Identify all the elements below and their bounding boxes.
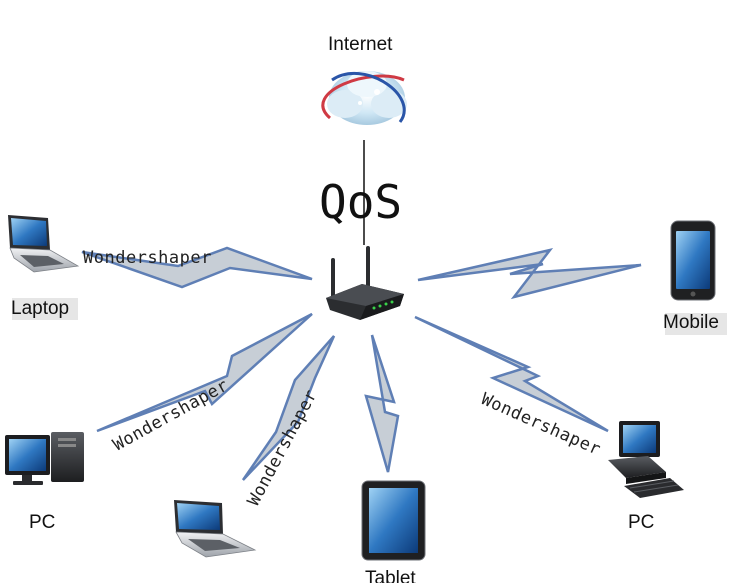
pc-left-label: PC xyxy=(29,512,55,533)
internet-label: Internet xyxy=(328,34,393,55)
link-bolt-laptop-bottom xyxy=(241,335,336,481)
mobile-label: Mobile xyxy=(663,312,719,333)
link-bolt-laptop-top xyxy=(81,246,313,289)
laptop-top-label: Laptop xyxy=(11,298,69,319)
qos-label: QoS xyxy=(319,175,402,229)
smartphone-icon xyxy=(670,220,716,301)
link-bolt-tablet xyxy=(364,334,400,473)
cloud-globe-icon xyxy=(321,71,407,125)
wireless-router-icon xyxy=(326,246,404,320)
wondershaper-label-laptop-top: Wondershaper xyxy=(83,248,212,268)
laptop-icon xyxy=(8,215,80,273)
pc-right-node: PC xyxy=(608,421,684,533)
desktop-pc-icon xyxy=(5,432,84,485)
link-bolt-mobile xyxy=(417,248,642,300)
wondershaper-label-laptop-bottom: Wondershaper xyxy=(244,386,322,509)
tablet-icon xyxy=(361,480,426,561)
pc-right-label: PC xyxy=(628,512,654,533)
link-bolt-pc-right xyxy=(414,315,609,433)
tablet-node: Tablet xyxy=(361,480,426,583)
wondershaper-label-pc-left: Wondershaper xyxy=(110,375,232,455)
desktop-pc-icon xyxy=(608,421,684,498)
tablet-label: Tablet xyxy=(365,568,416,583)
laptop-bottom-node xyxy=(174,500,257,558)
mobile-node: Mobile xyxy=(663,220,727,335)
laptop-top-node: Laptop xyxy=(8,215,80,320)
link-bolt-pc-left xyxy=(96,312,313,433)
pc-left-node: PC xyxy=(5,432,84,533)
internet-node: Internet xyxy=(321,34,407,125)
laptop-icon xyxy=(174,500,257,558)
